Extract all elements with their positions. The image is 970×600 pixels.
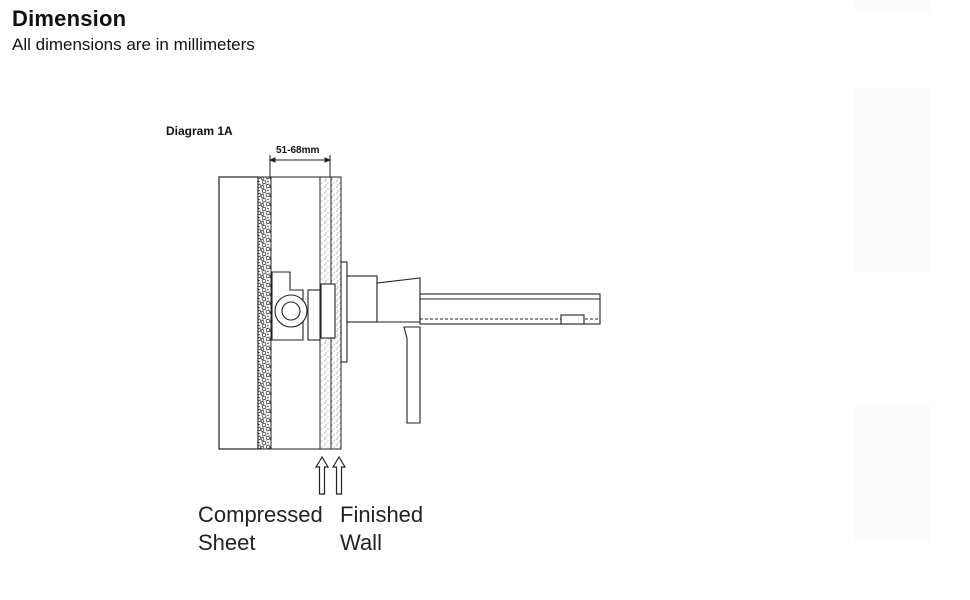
aerator xyxy=(560,314,585,325)
callout-compressed-sheet: Compressed Sheet xyxy=(198,501,323,557)
callout-compressed-line2: Sheet xyxy=(198,530,256,555)
spout xyxy=(419,293,601,325)
callout-finished-line2: Wall xyxy=(340,530,382,555)
dimension-line xyxy=(268,155,332,178)
callout-compressed-line1: Compressed xyxy=(198,502,323,527)
diagram-label: Diagram 1A xyxy=(166,124,233,138)
stud-layer xyxy=(218,176,259,450)
gravel-layer xyxy=(257,176,272,450)
callout-finished-wall: Finished Wall xyxy=(340,501,423,557)
page-title: Dimension xyxy=(12,6,127,31)
page-subtitle: All dimensions are in millimeters xyxy=(12,35,255,54)
side-panel-top xyxy=(855,0,930,12)
cover-plate xyxy=(340,261,348,363)
finished-wall-arrow-icon xyxy=(331,455,347,495)
mixer-handle xyxy=(346,275,421,424)
compressed-sheet-arrow-icon xyxy=(314,455,330,495)
callout-finished-line1: Finished xyxy=(340,502,424,527)
side-panel-bottom xyxy=(855,405,930,543)
dimension-label: 51-68mm xyxy=(276,145,320,156)
side-panel-middle xyxy=(855,88,930,272)
mixer-body xyxy=(271,271,336,341)
